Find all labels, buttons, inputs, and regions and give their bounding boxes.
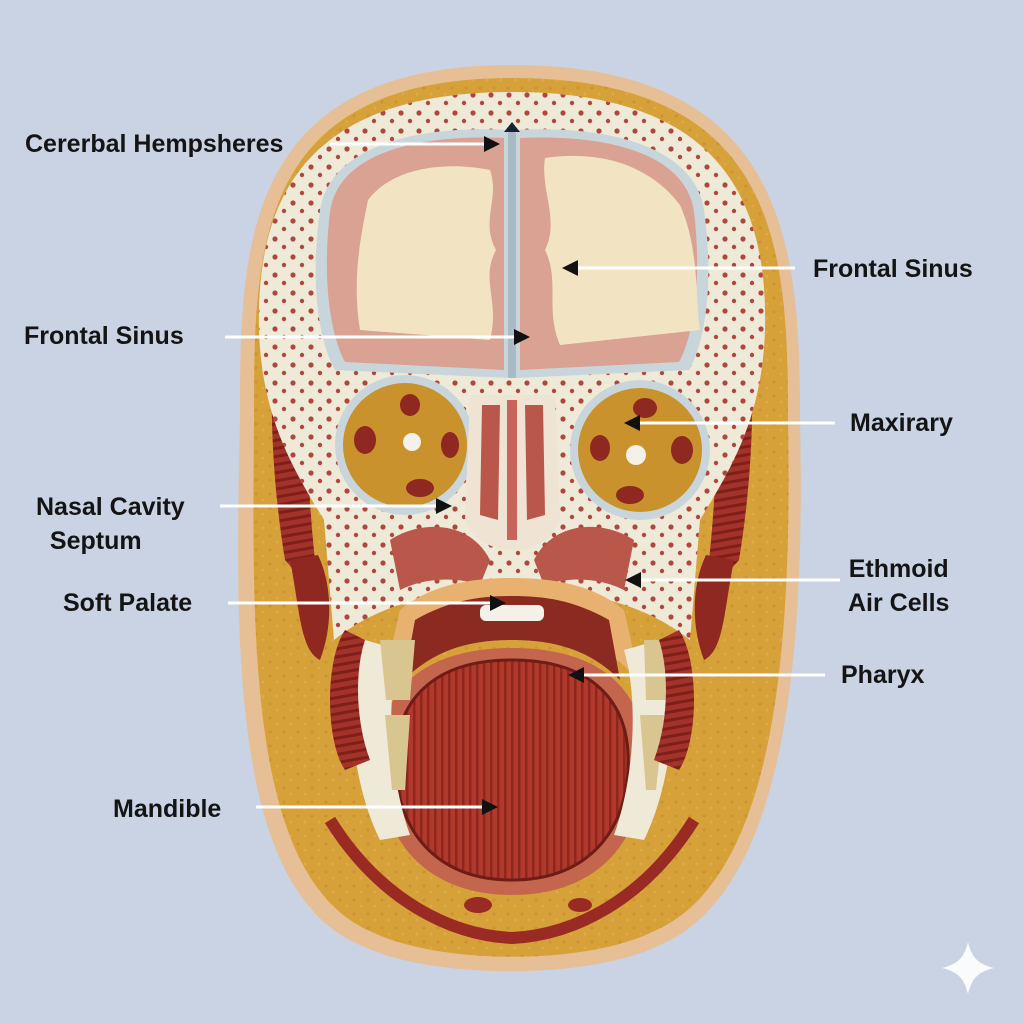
lower-muscle-arcs [324,816,700,945]
arrowhead-frontal-right [562,260,578,276]
label-soft-palate: Soft Palate [63,589,193,617]
arrowhead-soft-palate [490,595,506,611]
label-maxillary: Maxirary [850,409,953,437]
arrowhead-pharynx [568,667,584,683]
arrowhead-cerebral [484,136,500,152]
mandible-bones [330,630,694,840]
label-nasal-cavity-septum: Nasal Cavity Septum [36,493,185,555]
sparkle-icon [942,942,994,994]
label-cerebral-hemispheres: Cererbal Hempsheres [25,130,284,158]
label-frontal-sinus-left: Frontal Sinus [24,322,184,350]
label-ethmoid-air-cells: Ethmoid Air Cells [848,555,950,617]
brain [315,122,709,378]
label-mandible: Mandible [113,795,222,823]
label-pharynx: Pharyx [841,661,925,689]
arrowhead-nasal [436,498,452,514]
tongue [378,648,646,895]
arrowhead-maxillary [624,415,640,431]
label-frontal-sinus-right: Frontal Sinus [813,255,973,283]
orbits [335,375,710,520]
arrowhead-ethmoid [625,572,641,588]
nasal-cavity [390,395,634,590]
leader-arrows [220,136,840,815]
arrowhead-mandible [482,799,498,815]
arrowhead-frontal-left [514,329,530,345]
